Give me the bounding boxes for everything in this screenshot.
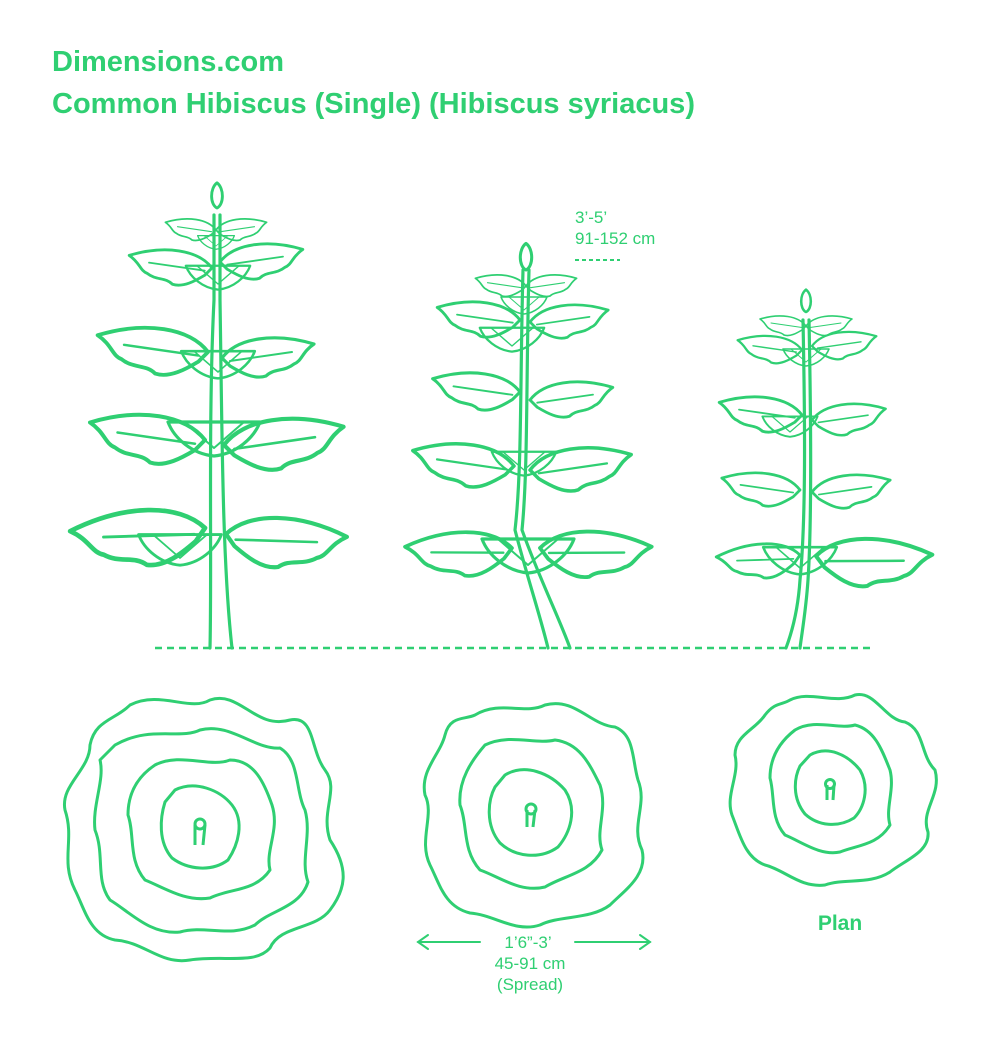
plant-elevation-large xyxy=(69,181,349,650)
plant-elevation-small xyxy=(713,288,936,650)
site-title: Dimensions.com xyxy=(52,46,285,78)
plant-plan-medium xyxy=(422,702,645,929)
plant-plan-small xyxy=(728,693,938,887)
spread-imperial-label: 1’6”-3’ xyxy=(504,933,551,952)
plant-elevation-medium xyxy=(402,241,655,650)
spread-metric-label: 45-91 cm xyxy=(495,954,566,973)
plant-plan-large xyxy=(62,696,345,963)
height-imperial-label: 3’-5’ xyxy=(575,208,607,227)
page-title: Common Hibiscus (Single) (Hibiscus syria… xyxy=(52,88,695,120)
arrow-left-icon xyxy=(416,934,429,950)
plan-label: Plan xyxy=(818,912,862,935)
spread-note-label: (Spread) xyxy=(497,975,563,994)
height-metric-label: 91-152 cm xyxy=(575,229,655,248)
spread-dimension xyxy=(416,934,652,950)
arrow-right-icon xyxy=(639,934,652,950)
